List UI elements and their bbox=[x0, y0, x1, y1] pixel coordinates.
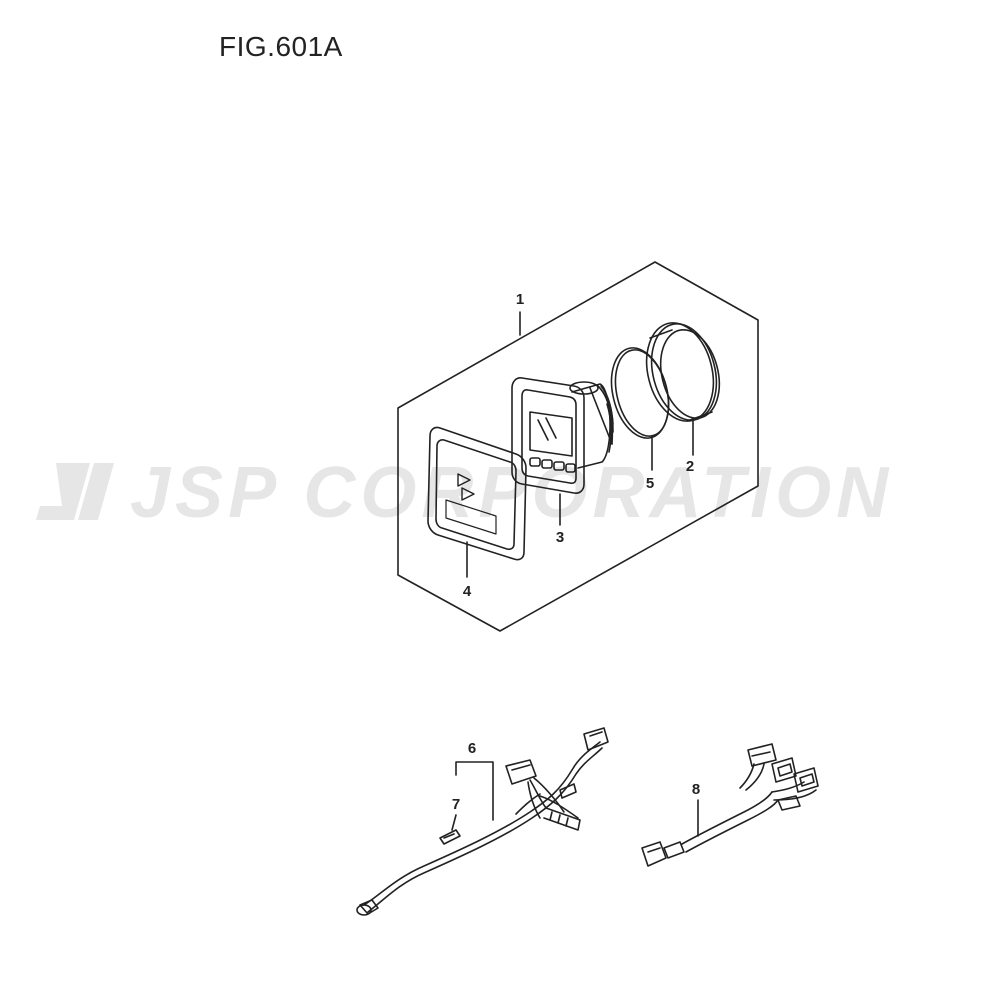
callout-7: 7 bbox=[451, 796, 461, 813]
part-retaining-ring bbox=[645, 322, 721, 422]
watermark-logo bbox=[36, 463, 114, 520]
leader-7 bbox=[451, 814, 457, 831]
callout-8: 8 bbox=[691, 781, 701, 798]
callout-5: 5 bbox=[645, 475, 655, 492]
part-bezel bbox=[427, 426, 527, 561]
assembly-box bbox=[397, 261, 759, 632]
watermark-text: JSP CORPORATION bbox=[130, 453, 894, 533]
callout-1: 1 bbox=[515, 291, 525, 308]
figure-title: FIG.601A bbox=[219, 31, 343, 62]
watermark: JSP CORPORATION bbox=[28, 452, 978, 542]
part-meter bbox=[511, 377, 614, 494]
callout-3: 3 bbox=[555, 529, 565, 546]
callout-6: 6 bbox=[467, 740, 477, 757]
part-wire-harness-6 bbox=[356, 727, 609, 916]
part-clip-7 bbox=[439, 829, 461, 845]
callout-2: 2 bbox=[685, 458, 695, 475]
part-wire-harness-8 bbox=[641, 743, 819, 867]
part-o-ring bbox=[610, 347, 670, 439]
leader-6 bbox=[455, 761, 494, 821]
callout-4: 4 bbox=[462, 583, 472, 600]
